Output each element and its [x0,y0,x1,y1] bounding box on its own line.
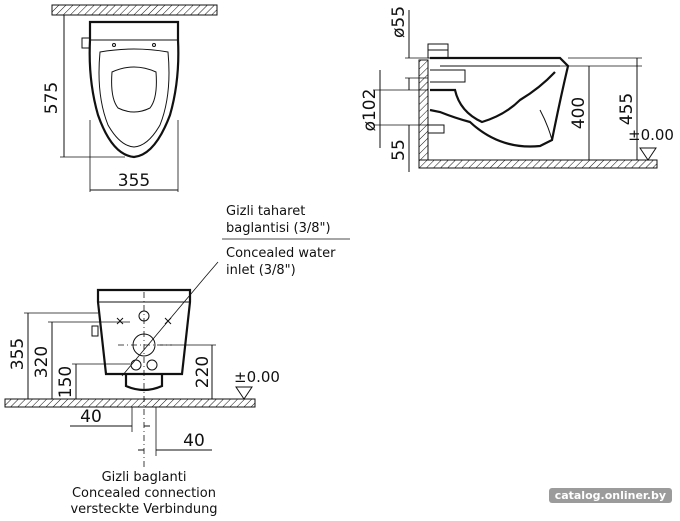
dim-355-front: 355 [8,338,28,370]
wall-hatch-side [418,59,429,161]
dim-40-right: 40 [183,431,205,451]
bowl-trap-side [430,71,556,124]
bowl-opening-top [111,66,157,113]
dim-320: 320 [32,346,52,378]
dim-400: 400 [569,97,589,129]
bowl-rim-top [98,48,170,148]
side-view: ø55 ø102 55 400 455 ±0.00 [360,6,674,172]
level-side: ±0.00 [628,126,674,144]
inlet-note-en-1: Concealed water [226,246,336,261]
level-marker-front [235,386,253,400]
floor-hatch-side [418,159,658,169]
dim-o55: ø55 [389,6,409,38]
dim-40-left: 40 [80,407,102,427]
front-view: 355 320 150 220 ±0.00 40 40 Gizli tahare… [4,204,350,517]
bowl-outline-top [88,20,180,159]
inlet-note-tr-1: Gizli taharet [226,204,305,219]
inlet-note-en-2: inlet (3/8") [226,263,296,278]
side-fitting-front [91,325,99,337]
watermark: catalog.onliner.by [548,488,672,503]
wall-hatch-top [51,4,218,16]
dim-o102: ø102 [360,89,380,132]
dim-355-top: 355 [118,171,150,191]
conn-note-de: versteckte Verbindung [70,502,217,517]
side-fitting-top [81,37,91,49]
bowl-outline-side [429,56,570,148]
conn-note-en: Concealed connection [72,486,216,501]
conn-note-tr: Gizli baglanti [102,470,187,485]
level-marker-side [639,147,657,161]
dim-575: 575 [42,82,62,114]
dim-455: 455 [617,93,637,125]
outlet-front [124,374,164,392]
top-view: 575 355 [42,4,218,192]
dim-150: 150 [56,366,76,398]
inlet-note-tr-2: baglantisi (3/8") [226,221,331,236]
floor-hatch-front [4,398,256,408]
level-front: ±0.00 [234,368,280,386]
dim-220: 220 [193,356,213,388]
dim-55: 55 [389,139,409,161]
